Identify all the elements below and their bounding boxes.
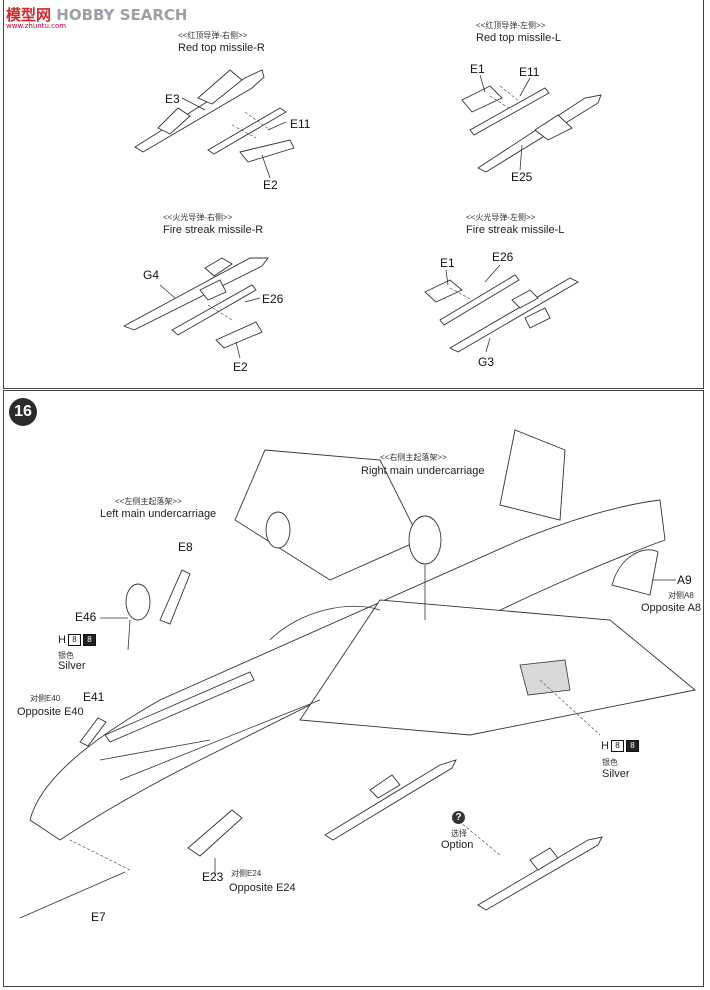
- opposite-a8-cn: 对侧A8: [668, 591, 694, 600]
- fire-streak-r-en-label: Fire streak missile-R: [163, 224, 264, 236]
- part-e3-label: E3: [165, 92, 180, 106]
- left-uc-cn-label: <<左侧主起落架>>: [115, 497, 182, 506]
- opposite-a8-en: Opposite A8: [641, 602, 701, 614]
- paint-left-cn: 银色: [58, 651, 74, 660]
- part-e26-l-label: E26: [492, 250, 514, 264]
- paint-code-box-dark: 8: [82, 634, 96, 646]
- fire-streak-l-drawing: [424, 264, 579, 353]
- paint-left-en: Silver: [58, 660, 86, 672]
- part-e1-label: E1: [470, 62, 485, 76]
- red-top-l-cn-label: <<红顶导弹-左侧>>: [476, 21, 546, 30]
- option-question-icon: ?: [452, 811, 465, 824]
- red-top-r-cn-label: <<红顶导弹-右侧>>: [178, 31, 248, 40]
- right-uc-cn-label: <<右侧主起落架>>: [380, 453, 447, 462]
- part-e7-label: E7: [91, 910, 106, 924]
- part-e11-label: E11: [290, 117, 311, 131]
- fire-streak-r-cn-label: <<火光导弹-右侧>>: [163, 213, 233, 222]
- left-uc-en-label: Left main undercarriage: [100, 508, 217, 520]
- red-top-l-en-label: Red top missile-L: [476, 32, 561, 44]
- fire-streak-l-en-label: Fire streak missile-L: [466, 224, 565, 236]
- red-top-r-en-label: Red top missile-R: [178, 42, 265, 54]
- paint-letter: H: [58, 634, 66, 646]
- paint-right-en: Silver: [602, 768, 630, 780]
- paint-code-box-dark-right: 8: [625, 740, 639, 752]
- part-e46-label: E46: [75, 610, 97, 624]
- red-top-missile-r-drawing: [134, 69, 295, 179]
- part-e41-label: E41: [83, 690, 105, 704]
- part-g3-label: G3: [478, 355, 495, 369]
- opposite-e24-cn: 对侧E24: [231, 869, 262, 878]
- step16-panel-frame: [3, 390, 704, 987]
- opposite-e40-en: Opposite E40: [17, 706, 84, 718]
- part-e26-label: E26: [262, 292, 284, 306]
- paint-callout-right: H 8 8: [601, 740, 639, 752]
- opposite-e40-cn: 对侧E40: [30, 694, 61, 703]
- paint-code-box-right: 8: [610, 740, 624, 752]
- part-a9-label: A9: [677, 573, 692, 587]
- watermark-logo: 模型网 HOBBY SEARCH: [6, 6, 188, 24]
- paint-letter-right: H: [601, 740, 609, 752]
- paint-callout-left: H 8 8: [58, 634, 96, 646]
- part-e8-label: E8: [178, 540, 193, 554]
- opposite-e24-en: Opposite E24: [229, 882, 296, 894]
- part-e2-b-label: E2: [233, 360, 248, 374]
- fire-streak-r-drawing: [122, 257, 269, 359]
- part-e25-label: E25: [511, 170, 533, 184]
- top-panel-frame: [3, 0, 704, 389]
- watermark-url: www.zhuntu.com: [6, 22, 67, 30]
- paint-code-box: 8: [67, 634, 81, 646]
- red-top-missile-l-drawing: [461, 74, 602, 173]
- part-e2-label: E2: [263, 178, 278, 192]
- part-e23-label: E23: [202, 870, 224, 884]
- part-e11-l-label: E11: [519, 65, 540, 79]
- aircraft-drawing: [19, 429, 697, 919]
- part-g4-label: G4: [143, 268, 160, 282]
- fire-streak-l-cn-label: <<火光导弹-左侧>>: [466, 213, 536, 222]
- paint-right-cn: 银色: [602, 758, 618, 767]
- option-cn-label: 选择: [451, 829, 467, 838]
- part-e1-b-label: E1: [440, 256, 455, 270]
- option-en-label: Option: [441, 839, 474, 851]
- right-uc-en-label: Right main undercarriage: [361, 465, 485, 477]
- step-number-badge: 16: [9, 398, 37, 426]
